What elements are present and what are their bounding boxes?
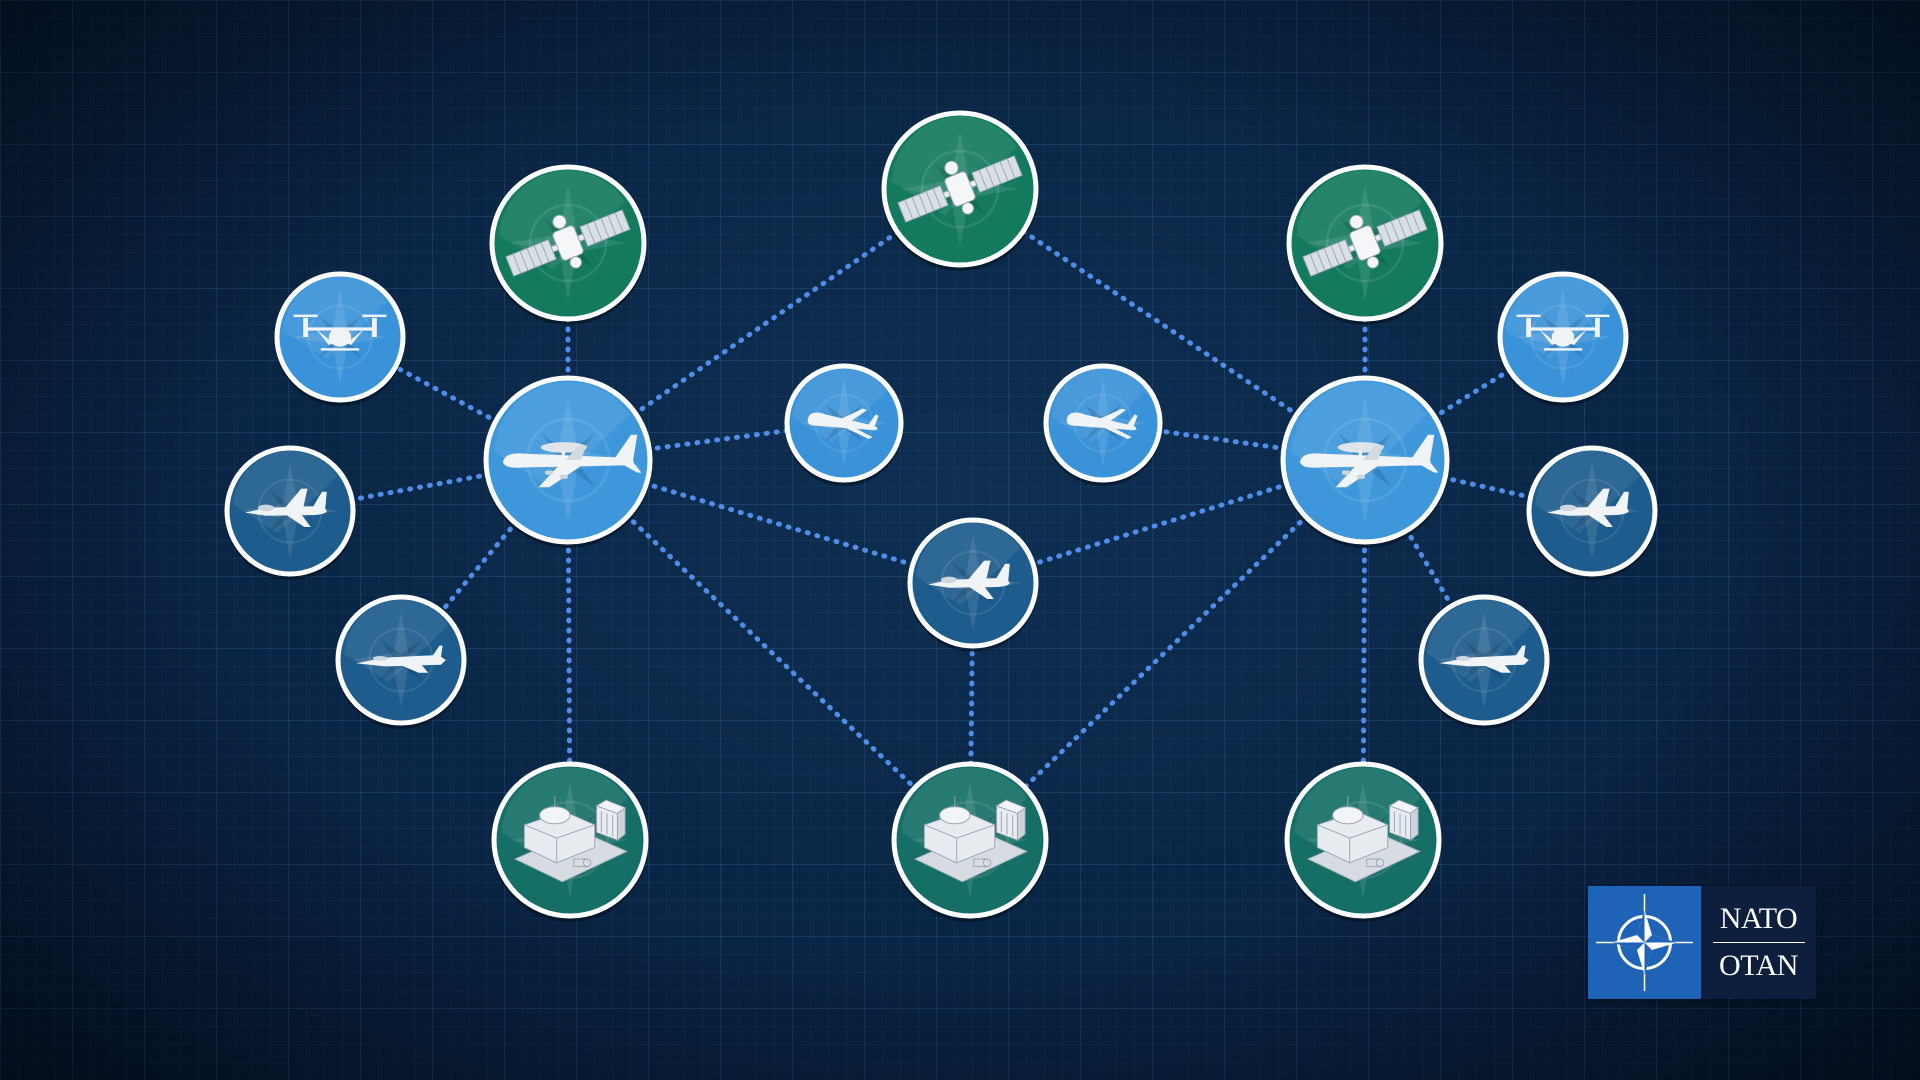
- node-satellite-center: [881, 110, 1039, 271]
- nato-text: NATO: [1719, 902, 1798, 935]
- wordmark-divider: [1712, 942, 1805, 943]
- node-satellite-left: [489, 164, 647, 325]
- node-fighter-right: [1526, 445, 1658, 580]
- nato-logo: NATO OTAN: [1588, 886, 1816, 999]
- link-awacs-right-ground-center: [967, 457, 1368, 843]
- node-awacs-left: [483, 375, 653, 548]
- link-awacs-left-ground-center: [565, 457, 973, 843]
- node-uav-right: [1043, 363, 1163, 486]
- node-stealth-left: [335, 594, 467, 729]
- otan-text: OTAN: [1719, 949, 1798, 982]
- node-ground-right: [1284, 761, 1442, 922]
- node-uav-left: [784, 363, 904, 486]
- node-fighter-center: [907, 517, 1039, 652]
- network-nodes: [224, 110, 1658, 922]
- node-ground-center: [891, 761, 1049, 922]
- node-tiltrotor-right: [1497, 271, 1629, 406]
- node-stealth-right: [1418, 594, 1550, 729]
- node-fighter-left: [224, 445, 356, 580]
- node-ground-left: [491, 761, 649, 922]
- nato-compass-rose-icon: [1588, 886, 1701, 999]
- node-satellite-right: [1286, 164, 1444, 325]
- node-awacs-right: [1280, 375, 1450, 548]
- node-tiltrotor-left: [274, 271, 406, 406]
- nato-wordmark: NATO OTAN: [1701, 886, 1816, 999]
- link-awacs-left-fighter-left: [287, 457, 571, 514]
